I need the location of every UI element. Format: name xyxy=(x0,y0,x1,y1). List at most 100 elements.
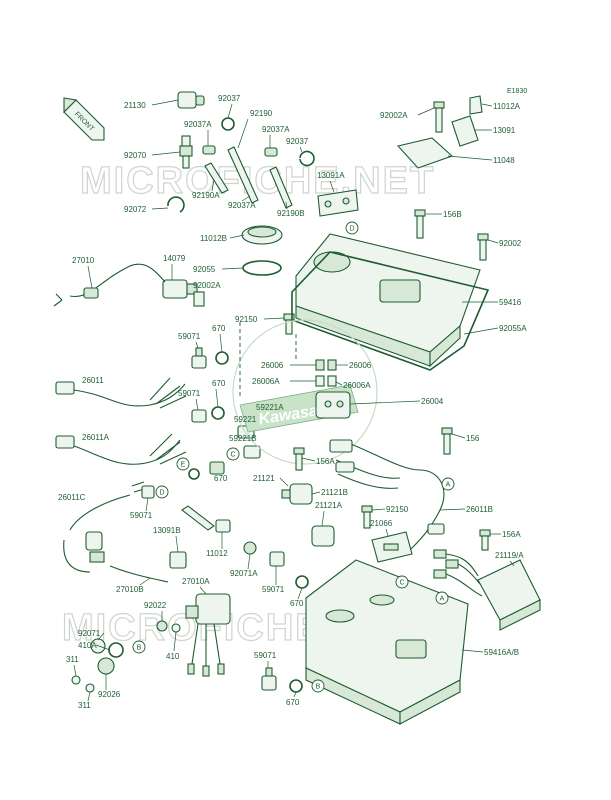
label-670-a: 670 xyxy=(212,324,226,333)
cap-11012A xyxy=(469,95,483,115)
callout-e-mid: E xyxy=(226,461,231,468)
oring-670-bottom xyxy=(289,679,303,693)
washer-92071A xyxy=(243,541,257,555)
label-27010: 27010 xyxy=(72,256,95,265)
svg-text:E: E xyxy=(181,462,186,469)
bolt-92150-left xyxy=(283,313,295,335)
label-670-b: 670 xyxy=(212,379,226,388)
label-27010A: 27010A xyxy=(182,577,210,586)
rectifier-26004 xyxy=(315,391,351,419)
spark-plug-cap xyxy=(177,91,205,109)
label-92002A-b: 92002A xyxy=(380,111,408,120)
label-92026: 92026 xyxy=(98,690,121,699)
callout-a-mid: A xyxy=(441,477,455,491)
clip-92037-2 xyxy=(299,150,315,167)
plug-59071-center xyxy=(269,551,285,567)
label-59221A: 59221A xyxy=(256,403,284,412)
label-92037A-c: 92037A xyxy=(228,201,256,210)
block-13091B xyxy=(169,551,187,569)
callout-b-bottom: B xyxy=(311,679,325,693)
bolt-156B xyxy=(414,209,426,239)
label-59071-b: 59071 xyxy=(178,389,201,398)
pipe-d xyxy=(181,505,215,531)
label-13091B: 13091B xyxy=(153,526,181,535)
gasket-92055A xyxy=(291,251,490,371)
washer-410 xyxy=(171,623,181,633)
relay-27010A xyxy=(185,593,231,677)
plug-59071-mid xyxy=(191,409,207,423)
label-21119A: 21119/A xyxy=(495,551,524,560)
harness-26011 xyxy=(55,377,187,409)
callout-d-left: D xyxy=(155,485,169,499)
label-59071-e: 59071 xyxy=(254,651,277,660)
label-59071-a: 59071 xyxy=(178,332,201,341)
label-410A: 410A xyxy=(78,641,97,650)
nut-311 xyxy=(71,675,81,685)
sensor-21121-lower xyxy=(311,525,335,547)
label-92150-a: 92150 xyxy=(235,315,258,324)
label-670-c: 670 xyxy=(214,474,228,483)
cdi-unit-21119 xyxy=(477,559,541,631)
bolt-156 xyxy=(441,427,453,455)
label-92022: 92022 xyxy=(144,601,167,610)
label-21121: 21121 xyxy=(253,474,275,483)
label-11048: 11048 xyxy=(493,156,515,165)
label-92071A: 92071A xyxy=(230,569,258,578)
nut-311-2 xyxy=(85,683,95,693)
callout-e-left: E xyxy=(176,457,190,471)
label-92002A-a: 92002A xyxy=(193,281,221,290)
label-26011: 26011 xyxy=(82,376,104,385)
label-59416AB: 59416A/B xyxy=(484,648,519,657)
oring-670-center xyxy=(295,575,309,589)
harness-26011B xyxy=(329,439,445,551)
diagram-code: E1830 xyxy=(507,88,527,95)
label-92070: 92070 xyxy=(124,151,147,160)
label-92037A-b: 92037A xyxy=(262,125,290,134)
oring-670-upper xyxy=(215,351,229,365)
label-26011C: 26011C xyxy=(58,493,86,502)
tube-92190A xyxy=(204,162,229,194)
label-670-d: 670 xyxy=(290,599,304,608)
watermark-top: MICROFICHE.NET xyxy=(80,160,435,202)
harness-27010 xyxy=(53,263,166,307)
callout-c-right: C xyxy=(395,575,409,589)
label-311-a: 311 xyxy=(66,655,79,664)
guide-lines xyxy=(239,322,297,396)
bolt-92002A xyxy=(433,101,445,133)
label-311-b: 311 xyxy=(78,701,91,710)
clip-13091 xyxy=(451,115,479,147)
label-92055: 92055 xyxy=(193,265,216,274)
label-14079: 14079 xyxy=(163,254,186,263)
clip-92037 xyxy=(221,117,235,131)
label-13091: 13091 xyxy=(493,126,516,135)
label-92071: 92071 xyxy=(78,629,101,638)
cdi-connectors xyxy=(433,549,483,597)
clip-26006-b xyxy=(327,359,337,371)
bolt-92002 xyxy=(477,233,489,261)
svg-text:D: D xyxy=(159,490,164,497)
label-26004: 26004 xyxy=(421,397,444,406)
box-base-59416AB xyxy=(305,559,469,725)
bolt-92002A-small xyxy=(193,291,205,307)
sensor-14079 xyxy=(162,279,198,299)
oring-670-lower xyxy=(188,468,200,480)
label-92150-b: 92150 xyxy=(386,505,409,514)
label-92055A: 92055A xyxy=(499,324,527,333)
plug-59071-left xyxy=(141,485,155,499)
label-670-e: 670 xyxy=(286,698,300,707)
svg-text:A: A xyxy=(440,596,445,603)
bracket-13091A xyxy=(317,189,359,217)
spark-plug xyxy=(179,135,193,169)
label-21130: 21130 xyxy=(124,101,146,110)
plug-59071-bottom xyxy=(261,667,277,691)
label-92037A-a: 92037A xyxy=(184,120,212,129)
label-92190: 92190 xyxy=(250,109,273,118)
label-156A-a: 156A xyxy=(316,457,335,466)
label-21121A: 21121A xyxy=(315,501,343,510)
label-26006A-b: 26006A xyxy=(343,381,371,390)
label-92190A: 92190A xyxy=(192,191,220,200)
label-59221B: 59221B xyxy=(229,434,257,443)
bolt-156A-upper xyxy=(293,447,305,471)
tube-92190 xyxy=(227,146,259,204)
svg-text:C: C xyxy=(230,452,235,459)
